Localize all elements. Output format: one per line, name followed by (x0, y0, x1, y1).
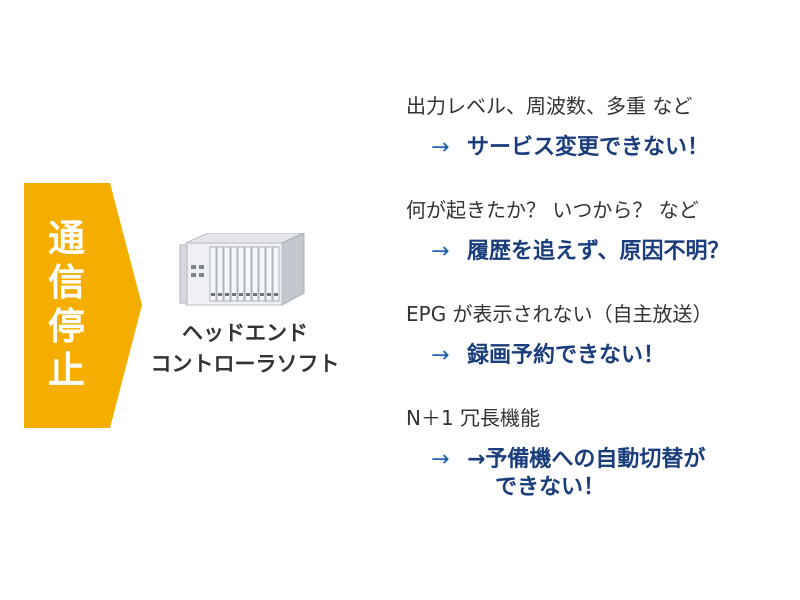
issue-result: → 録画予約できない！ (431, 342, 713, 370)
issue-title: EPG が表示されない（自主放送） (406, 302, 713, 326)
rack-server-icon (178, 232, 308, 313)
issue-title: 何が起きたか？ いつから？ など (406, 198, 699, 222)
issue-item: N＋1 冗長機能 → →予備機への自動切替が できない！ (406, 402, 705, 502)
arrow-right-icon: → (431, 447, 450, 472)
issue-result-text: サービス変更できない！ (467, 134, 709, 162)
issue-result: → 履歴を追えず、原因不明？ (431, 238, 729, 266)
issue-item: EPG が表示されない（自主放送） → 録画予約できない！ (406, 298, 713, 370)
arrow-right-icon: → (431, 135, 450, 160)
banner-char: 止 (48, 349, 85, 392)
issue-item: 出力レベル、周波数、多重 など → サービス変更できない！ (406, 90, 709, 162)
arrow-right-icon: → (431, 343, 450, 368)
banner-char: 通 (48, 217, 85, 260)
banner-char: 停 (48, 305, 85, 348)
device-label: ヘッドエンド コントローラソフト (140, 318, 350, 380)
issue-result-text: →予備機への自動切替が できない！ (467, 446, 705, 502)
issue-result: → →予備機への自動切替が できない！ (431, 446, 705, 502)
issue-result-line: 履歴を追えず、原因不明？ (467, 239, 730, 264)
issue-title: 出力レベル、周波数、多重 など (406, 94, 693, 118)
issue-result-text: 履歴を追えず、原因不明？ (467, 238, 729, 266)
banner-char: 信 (48, 261, 85, 304)
issue-result-line: →予備機への自動切替が (467, 447, 706, 472)
banner-text: 通 信 停 止 (24, 217, 109, 393)
issue-result: → サービス変更できない！ (431, 134, 709, 162)
device-label-line: ヘッドエンド (182, 321, 308, 345)
issue-result-line: 録画予約できない！ (467, 343, 666, 368)
status-banner: 通 信 停 止 (24, 183, 142, 428)
issue-title: N＋1 冗長機能 (406, 406, 541, 430)
issue-result-text: 録画予約できない！ (467, 342, 665, 370)
issue-result-line: サービス変更できない！ (467, 135, 710, 160)
chevron-arrow-shape (24, 183, 142, 428)
issue-item: 何が起きたか？ いつから？ など → 履歴を追えず、原因不明？ (406, 194, 729, 266)
issue-result-line: できない！ (495, 475, 606, 500)
arrow-right-icon: → (431, 239, 450, 264)
device-label-line: コントローラソフト (150, 352, 340, 376)
